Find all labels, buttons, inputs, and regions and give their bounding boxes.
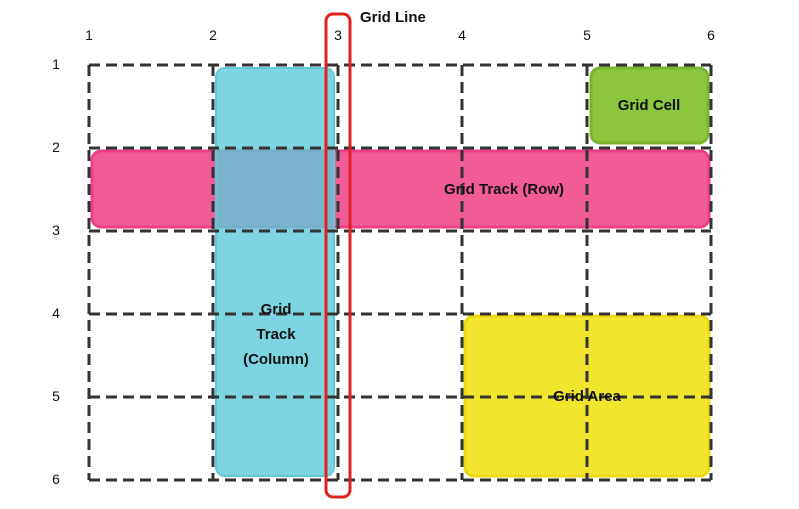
grid-track-column-label-line-2: Track [256, 326, 296, 343]
grid-track-row-label: Grid Track (Row) [444, 181, 564, 198]
grid-area-label: Grid Area [553, 388, 621, 405]
row-number-6: 6 [52, 471, 60, 487]
row-number-4: 4 [52, 305, 60, 321]
column-number-1: 1 [85, 27, 93, 43]
column-number-5: 5 [583, 27, 591, 43]
row-number-3: 3 [52, 222, 60, 238]
row-number-1: 1 [52, 56, 60, 72]
grid-cell [589, 66, 710, 145]
grid-lines [87, 63, 713, 482]
grid-line-highlight [324, 12, 352, 499]
grid-track-column-label-line-1: Grid [261, 301, 292, 318]
grid-line-title: Grid Line [360, 9, 426, 26]
grid-track-row [90, 149, 711, 229]
column-number-2: 2 [209, 27, 217, 43]
grid-track-column [215, 67, 335, 477]
row-line-numbers: 1 2 3 4 5 6 [52, 56, 60, 487]
column-number-6: 6 [707, 27, 715, 43]
column-line-numbers: 1 2 3 4 5 6 [85, 27, 715, 43]
column-number-3: 3 [334, 27, 342, 43]
grid-cell-label: Grid Cell [618, 97, 681, 114]
grid-track-column-label-line-3: (Column) [243, 351, 309, 368]
row-number-2: 2 [52, 139, 60, 155]
row-number-5: 5 [52, 388, 60, 404]
column-number-4: 4 [458, 27, 466, 43]
